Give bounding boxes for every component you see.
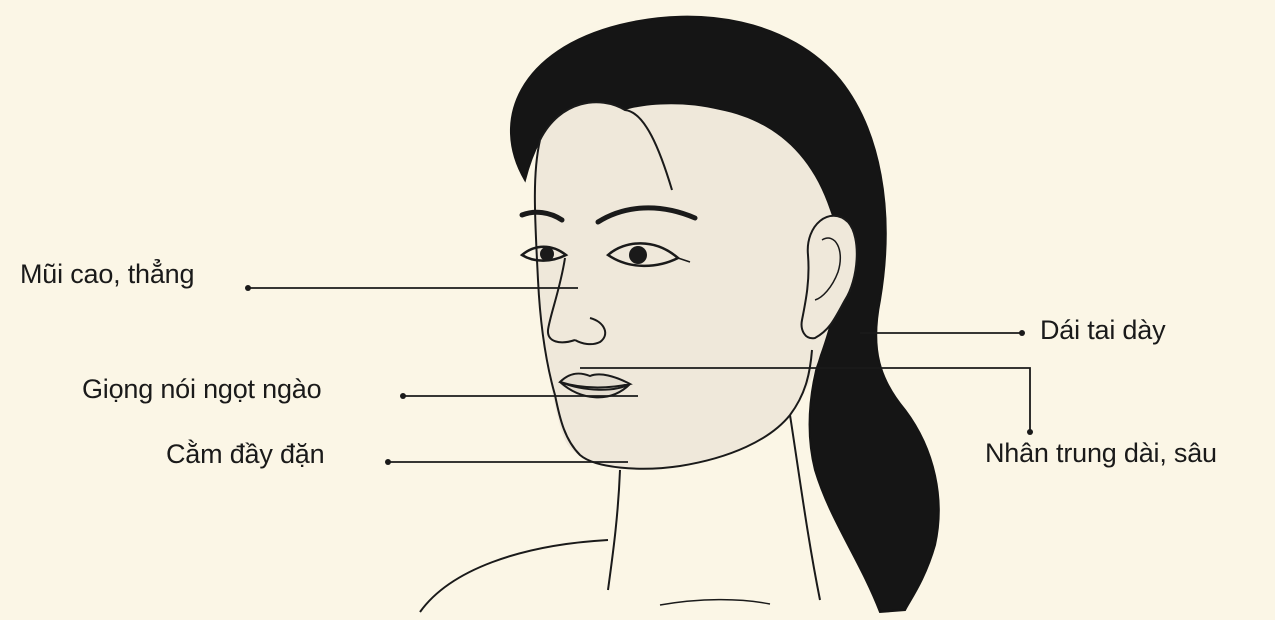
nose-dot — [245, 285, 251, 291]
left-pupil — [540, 247, 554, 261]
earlobe-dot — [1019, 330, 1025, 336]
chin-dot — [385, 459, 391, 465]
label-philtrum: Nhân trung dài, sâu — [985, 437, 1217, 469]
neck-left — [608, 470, 620, 590]
voice-dot — [400, 393, 406, 399]
label-chin: Cằm đầy đặn — [166, 438, 324, 470]
right-pupil — [629, 246, 647, 264]
face-skin — [535, 102, 839, 468]
collarbone — [660, 600, 770, 605]
label-earlobe: Dái tai dày — [1040, 314, 1165, 346]
left-shoulder — [420, 540, 608, 612]
philtrum-dot — [1027, 429, 1033, 435]
label-voice: Giọng nói ngọt ngào — [82, 373, 321, 405]
label-nose: Mũi cao, thẳng — [20, 258, 194, 290]
